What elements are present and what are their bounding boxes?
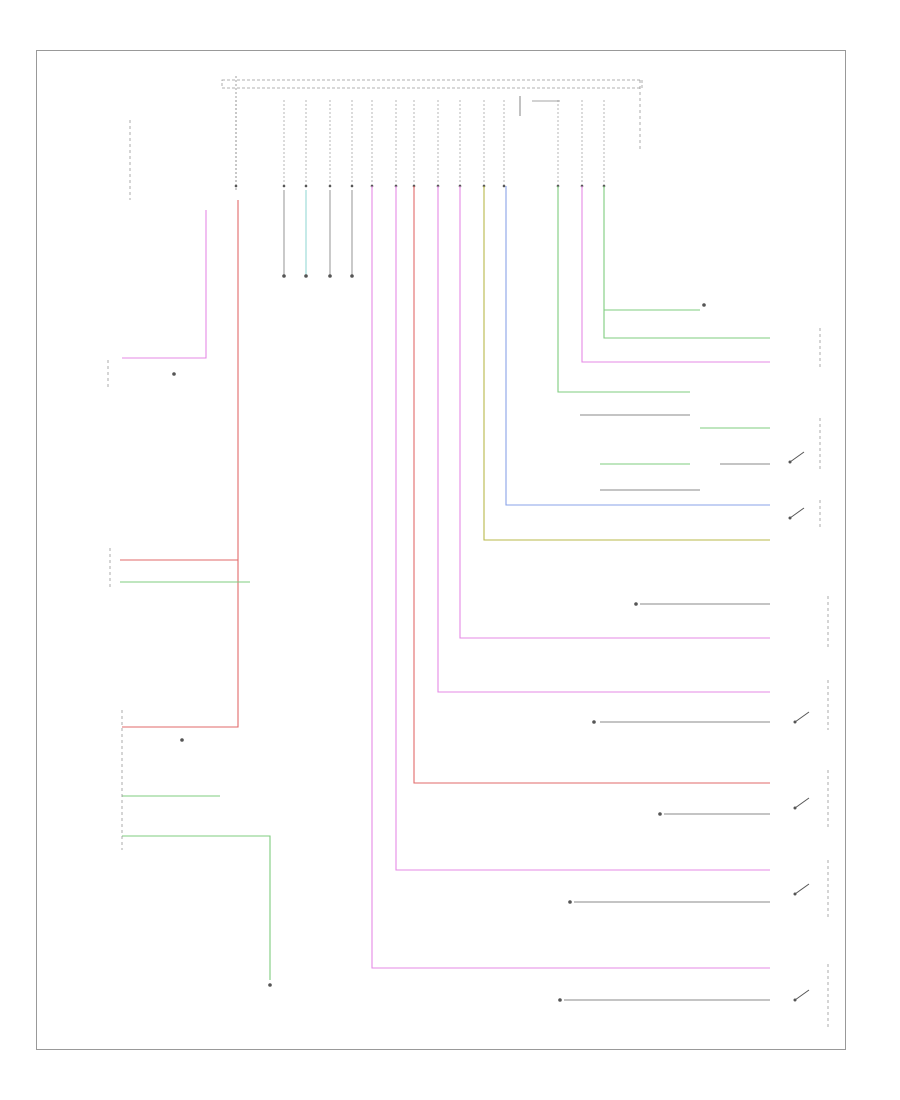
wires (120, 186, 770, 980)
ground-dot-0 (634, 602, 638, 606)
short-stub-end-3 (350, 274, 354, 278)
switch-5 (794, 883, 810, 895)
switch-3-pivot (793, 720, 797, 724)
pin-stub-4-terminal (350, 184, 354, 188)
ground-dot-6 (180, 738, 184, 742)
wire-green-drop (122, 835, 271, 980)
wire-red-2 (413, 186, 770, 784)
switch-2 (789, 507, 805, 519)
controller-module (221, 76, 643, 190)
wire-pink-left (122, 210, 207, 359)
wire-pink-2 (395, 186, 770, 871)
switch-1 (789, 451, 805, 463)
switch-2-pivot (788, 516, 792, 520)
diagram-frame (36, 50, 846, 1050)
short-stub-end-1 (304, 274, 308, 278)
switch-6 (794, 989, 810, 1001)
pin-stub-0-terminal (234, 184, 238, 188)
connector-pins (234, 100, 606, 275)
wire-olive (483, 186, 770, 541)
switch-4 (794, 797, 810, 809)
pin-stub-2-terminal (304, 184, 308, 188)
short-stub-end-0 (282, 274, 286, 278)
components (107, 80, 829, 1030)
ground-dot-1 (592, 720, 596, 724)
wire-pink-3 (437, 186, 770, 693)
switch-4-pivot (793, 806, 797, 810)
ground-dot-8 (702, 303, 706, 307)
ground-dot-4 (558, 998, 562, 1002)
pin-stub-1-terminal (282, 184, 286, 188)
wire-green-2 (603, 186, 770, 339)
ground-dot-7 (268, 983, 272, 987)
ground-dot-5 (172, 372, 176, 376)
wire-pink-5 (581, 186, 770, 363)
switch-5-pivot (793, 892, 797, 896)
switch-6-pivot (793, 998, 797, 1002)
switch-3 (794, 711, 810, 723)
pin-stub-3-terminal (328, 184, 332, 188)
wire-blue (505, 186, 770, 506)
short-stub-end-2 (328, 274, 332, 278)
wire-red-main (122, 200, 239, 728)
wire-pink-4 (459, 186, 770, 639)
pin-stub-11-terminal (502, 184, 506, 188)
switch-1-pivot (788, 460, 792, 464)
ground-dot-3 (568, 900, 572, 904)
wire-pink-1 (371, 186, 770, 969)
wire-green-1 (557, 186, 690, 393)
ground-dot-2 (658, 812, 662, 816)
